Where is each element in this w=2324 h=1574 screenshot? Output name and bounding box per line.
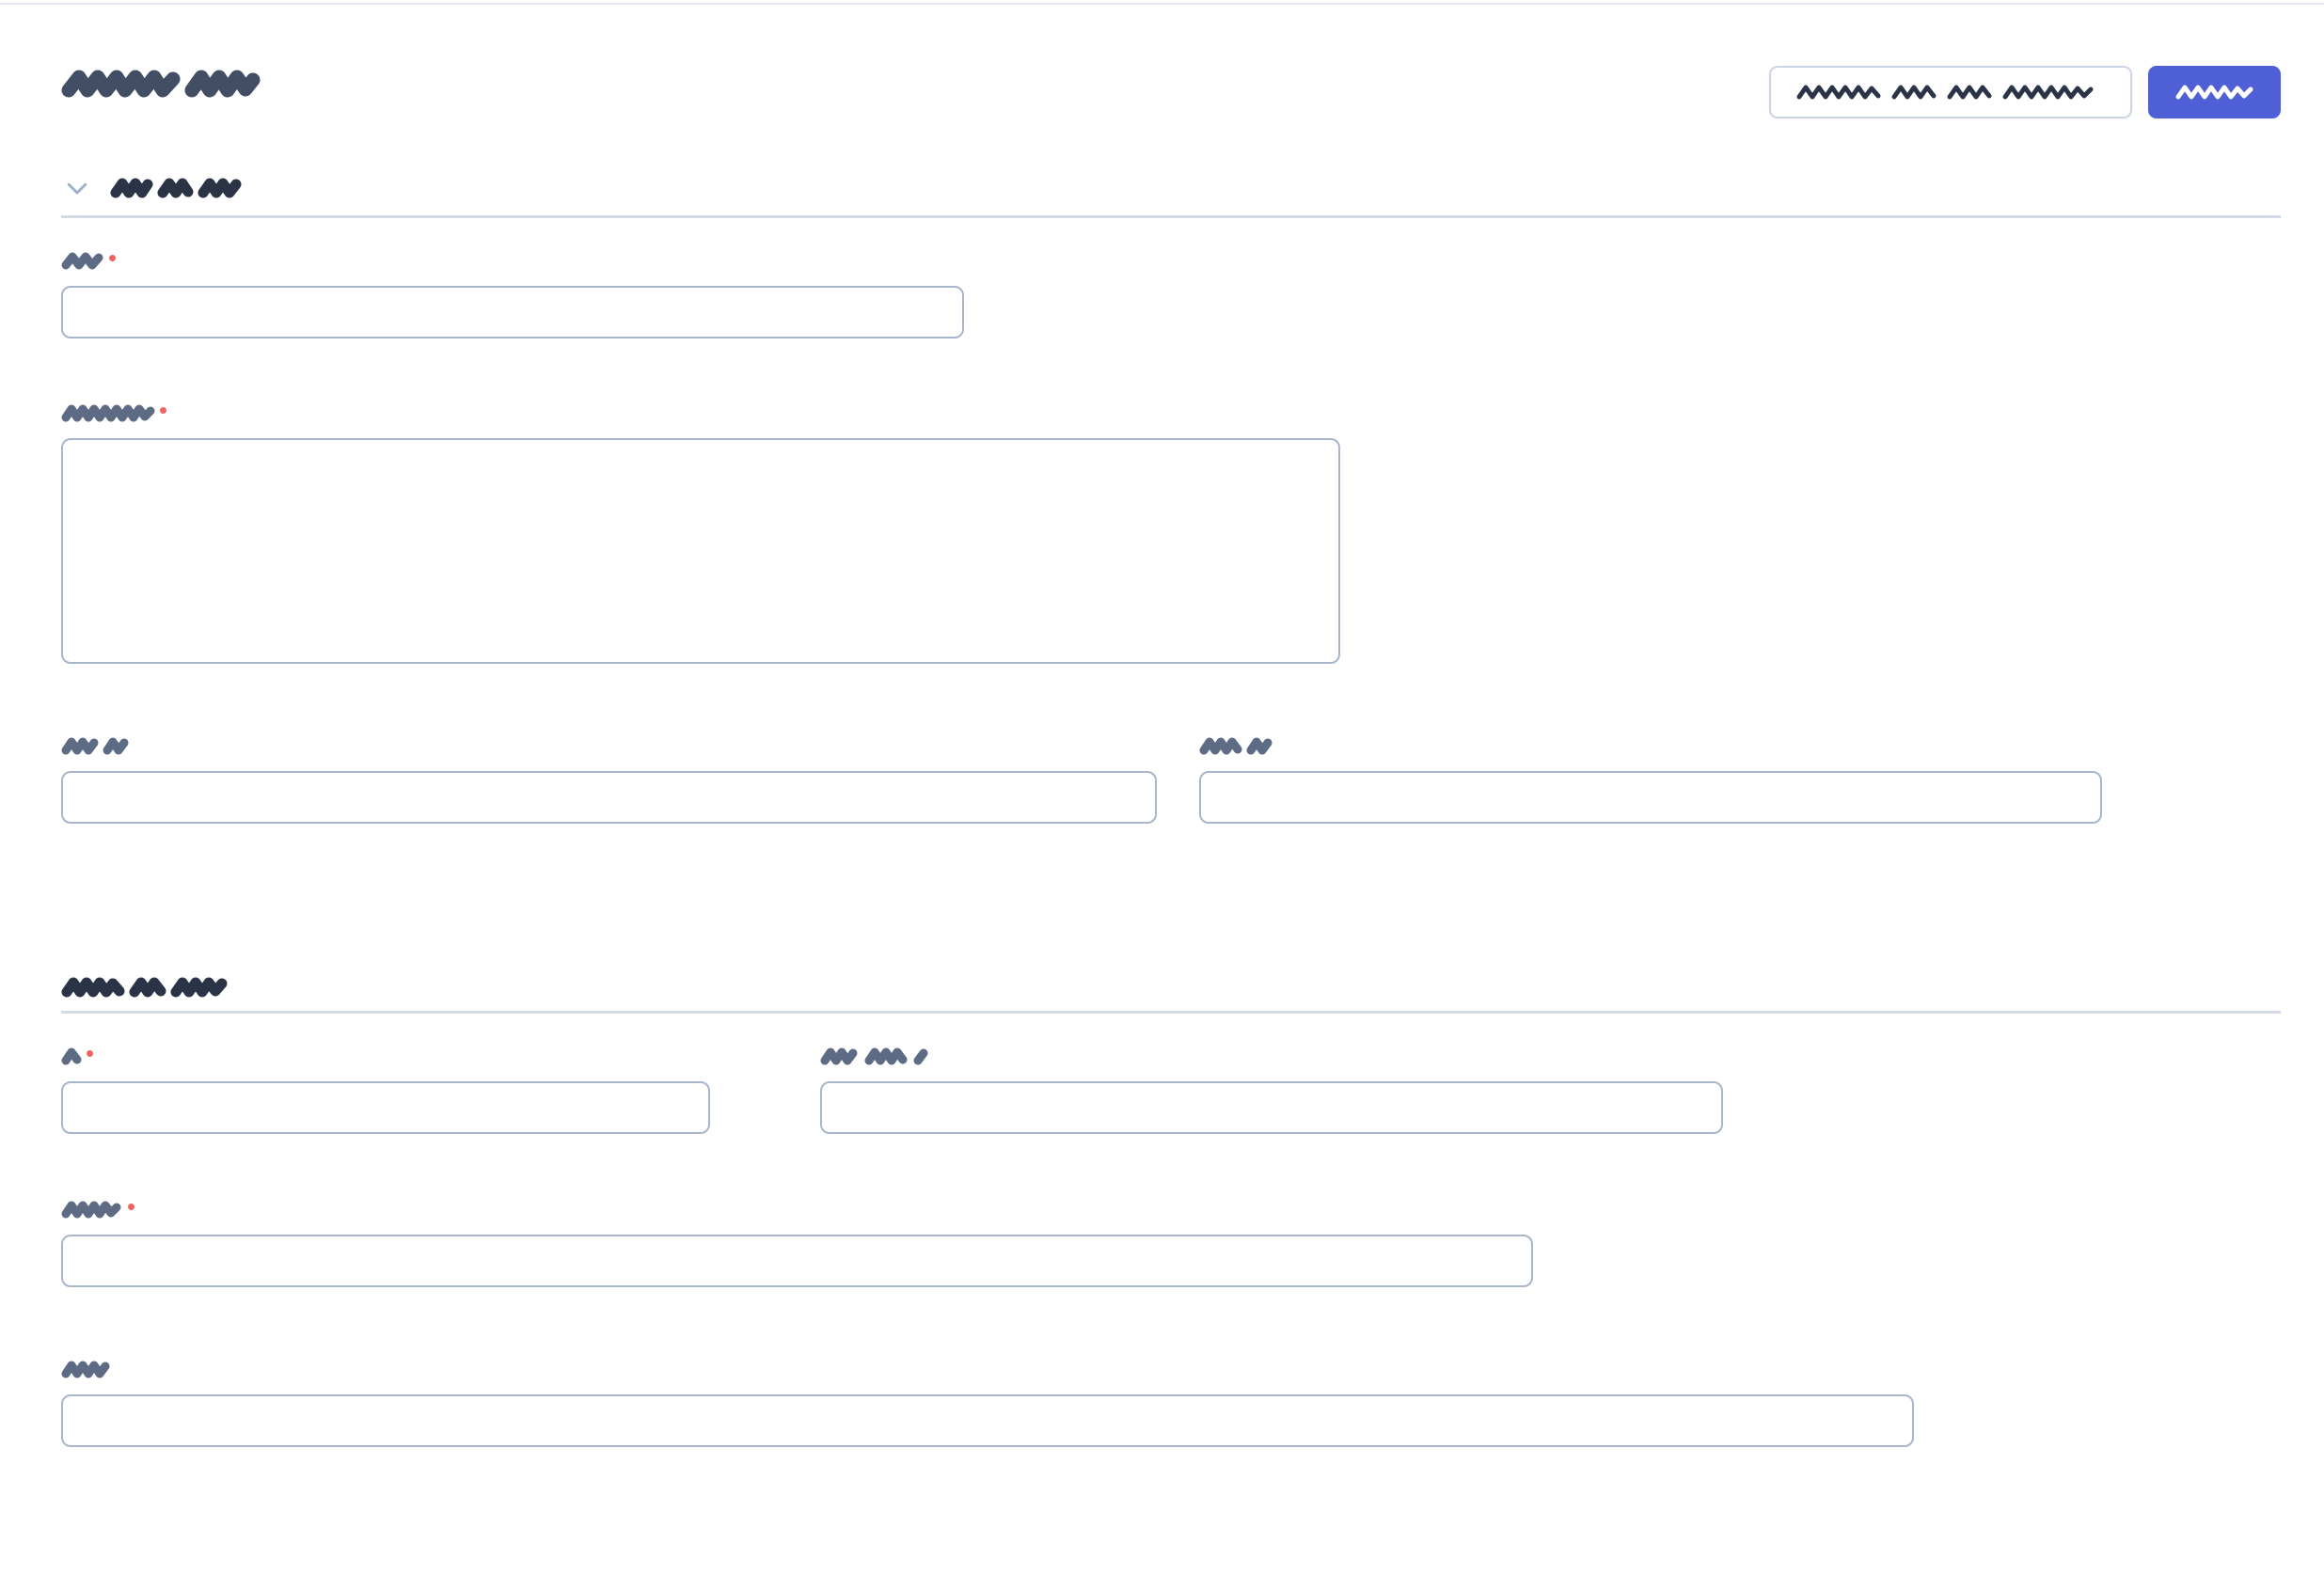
section-2-header xyxy=(61,968,229,1006)
field-2-textarea[interactable] xyxy=(61,438,1340,664)
field-3-label xyxy=(61,735,1157,760)
field-5-group: • xyxy=(61,1039,710,1134)
field-8-label-redacted-text xyxy=(61,1359,116,1379)
field-1-group: • xyxy=(61,244,964,338)
header-action-buttons xyxy=(1769,66,2281,118)
secondary-action-button[interactable] xyxy=(1769,66,2132,118)
field-1-label: • xyxy=(61,244,964,275)
field-4-label-redacted-text xyxy=(1199,735,1274,756)
field-6-label-redacted-text xyxy=(820,1046,931,1066)
field-5-input[interactable] xyxy=(61,1081,710,1134)
field-1-input[interactable] xyxy=(61,286,964,338)
field-7-input[interactable] xyxy=(61,1235,1533,1287)
field-8-label xyxy=(61,1359,1914,1383)
section-1-header[interactable] xyxy=(61,169,245,207)
field-3-group xyxy=(61,735,1157,824)
secondary-action-button-redacted-label xyxy=(1795,80,2106,104)
field-6-group xyxy=(820,1046,1723,1134)
field-4-label xyxy=(1199,735,2102,760)
field-5-required-marker: • xyxy=(86,1039,95,1067)
field-2-label: • xyxy=(61,396,1340,427)
field-7-required-marker: • xyxy=(127,1192,136,1220)
chevron-down-icon[interactable] xyxy=(61,172,93,204)
field-7-label-redacted-text xyxy=(61,1199,123,1220)
field-6-label xyxy=(820,1046,1723,1070)
field-2-group: • xyxy=(61,396,1340,669)
field-8-input[interactable] xyxy=(61,1394,1914,1447)
field-7-label: • xyxy=(61,1192,1533,1223)
field-7-group: • xyxy=(61,1192,1533,1287)
page-title xyxy=(61,62,261,105)
field-2-label-redacted-text xyxy=(61,402,155,423)
primary-action-button-redacted-label xyxy=(2174,80,2254,104)
field-5-label: • xyxy=(61,1039,710,1070)
field-6-input[interactable] xyxy=(820,1081,1723,1134)
page-title-redacted-text xyxy=(61,68,261,100)
section-1-title-redacted-text xyxy=(110,176,245,200)
field-8-group xyxy=(61,1359,1914,1447)
section-2-divider xyxy=(61,1011,2281,1014)
field-3-label-redacted-text xyxy=(61,735,131,756)
field-4-input[interactable] xyxy=(1199,771,2102,824)
field-3-input[interactable] xyxy=(61,771,1157,824)
primary-action-button[interactable] xyxy=(2148,66,2281,118)
field-1-label-redacted-text xyxy=(61,250,104,271)
field-1-required-marker: • xyxy=(108,244,118,272)
section-2-title-redacted-text xyxy=(61,975,229,999)
page-header xyxy=(61,56,2281,124)
field-5-label-redacted-text xyxy=(61,1046,82,1066)
field-2-required-marker: • xyxy=(159,396,168,424)
section-1-divider xyxy=(61,215,2281,218)
field-4-group xyxy=(1199,735,2102,824)
top-hairline-divider xyxy=(0,3,2324,5)
